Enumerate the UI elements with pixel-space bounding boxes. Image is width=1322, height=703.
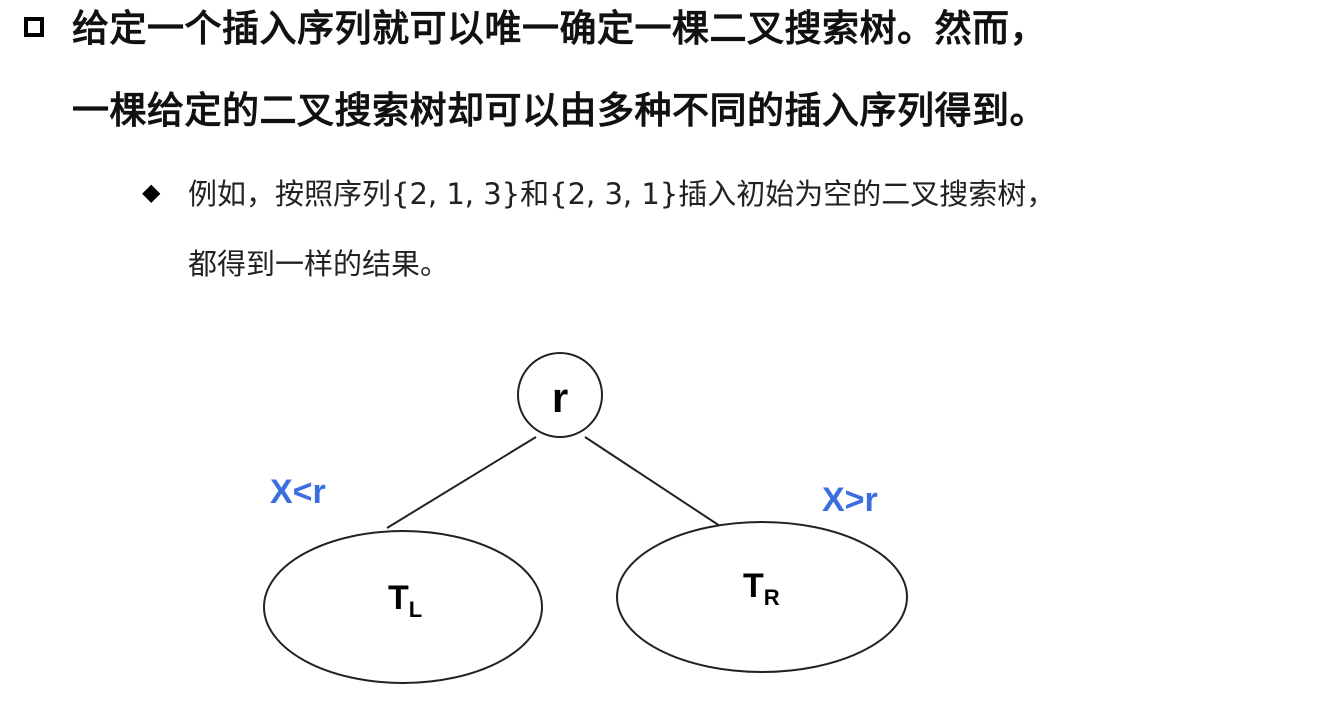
point-1-line-2: 一棵给定的二叉搜索树却可以由多种不同的插入序列得到。	[72, 89, 1047, 132]
right-subtree-label: TR	[743, 567, 780, 610]
square-bullet-icon	[24, 17, 44, 37]
left-subtree-main: T	[388, 579, 409, 617]
left-subtree-sub: L	[409, 597, 422, 622]
right-subtree-main: T	[743, 567, 764, 605]
point-1-line-1: 给定一个插入序列就可以唯一确定一棵二叉搜索树。然而，	[72, 7, 1047, 50]
sub-point-line-2: 都得到一样的结果。	[188, 247, 450, 281]
root-node	[517, 352, 603, 438]
root-label: r	[552, 374, 568, 421]
left-edge	[386, 436, 537, 529]
diamond-bullet-icon: ◆	[142, 178, 161, 206]
right-edge	[584, 436, 721, 527]
left-subtree-label: TL	[388, 579, 422, 622]
right-subtree-sub: R	[764, 585, 780, 610]
left-condition: X<r	[270, 473, 326, 511]
sub-point-line-1: 例如，按照序列{2, 1, 3}和{2, 3, 1}插入初始为空的二叉搜索树，	[188, 177, 1056, 211]
right-subtree	[616, 521, 908, 673]
left-subtree	[263, 530, 543, 684]
right-condition: X>r	[822, 481, 878, 519]
